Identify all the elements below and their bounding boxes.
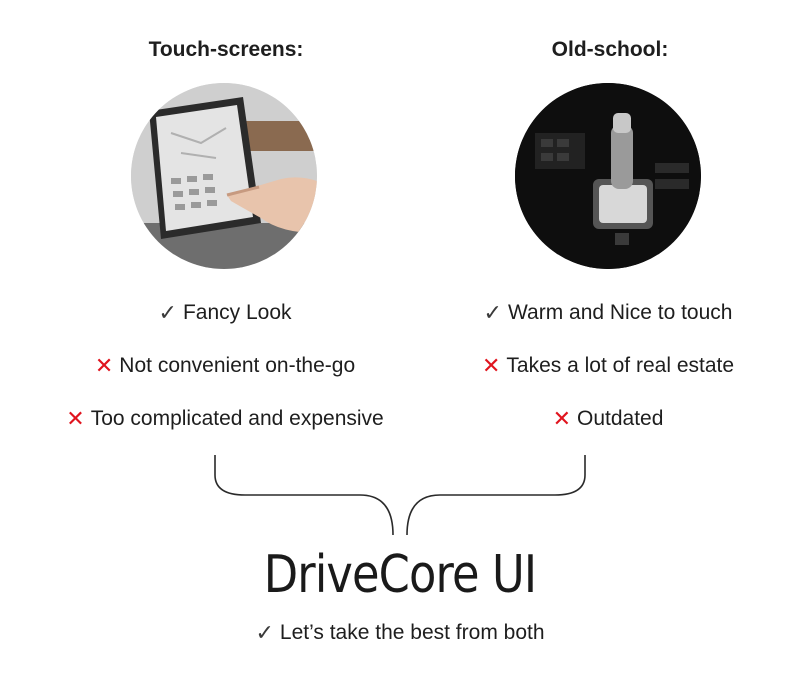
feature-text: Outdated (577, 407, 664, 430)
cross-icon: ✕ (481, 353, 501, 378)
check-icon: ✓ (483, 300, 502, 325)
touchscreen-photo (131, 83, 317, 269)
old-school-title: Old-school: (551, 38, 669, 61)
tagline-text: Let’s take the best from both (279, 621, 545, 644)
tagline: ✓ Let’s take the best from both (255, 620, 544, 646)
check-icon: ✓ (158, 300, 177, 325)
cross-icon: ✕ (94, 353, 114, 378)
cross-icon: ✕ (552, 406, 572, 431)
check-icon: ✓ (255, 620, 274, 645)
touch-screens-title: Touch-screens: (148, 38, 304, 61)
feature-text: Too complicated and expensive (90, 407, 384, 430)
brand-name: DriveCore UI (263, 545, 537, 605)
merge-brace (214, 455, 586, 536)
feature-too-complicated: ✕ Too complicated and expensive (66, 406, 383, 432)
gear-shifter-photo (515, 83, 701, 269)
feature-text: Warm and Nice to touch (507, 301, 733, 324)
feature-not-convenient: ✕ Not convenient on-the-go (95, 353, 355, 379)
feature-text: Fancy Look (182, 301, 292, 324)
feature-text: Not convenient on-the-go (119, 354, 356, 377)
feature-warm-nice: ✓ Warm and Nice to touch (484, 300, 733, 326)
cross-icon: ✕ (66, 406, 85, 431)
feature-fancy-look: ✓ Fancy Look (159, 300, 292, 326)
feature-outdated: ✕ Outdated (553, 406, 664, 432)
feature-real-estate: ✕ Takes a lot of real estate (482, 353, 734, 379)
feature-text: Takes a lot of real estate (506, 354, 735, 377)
